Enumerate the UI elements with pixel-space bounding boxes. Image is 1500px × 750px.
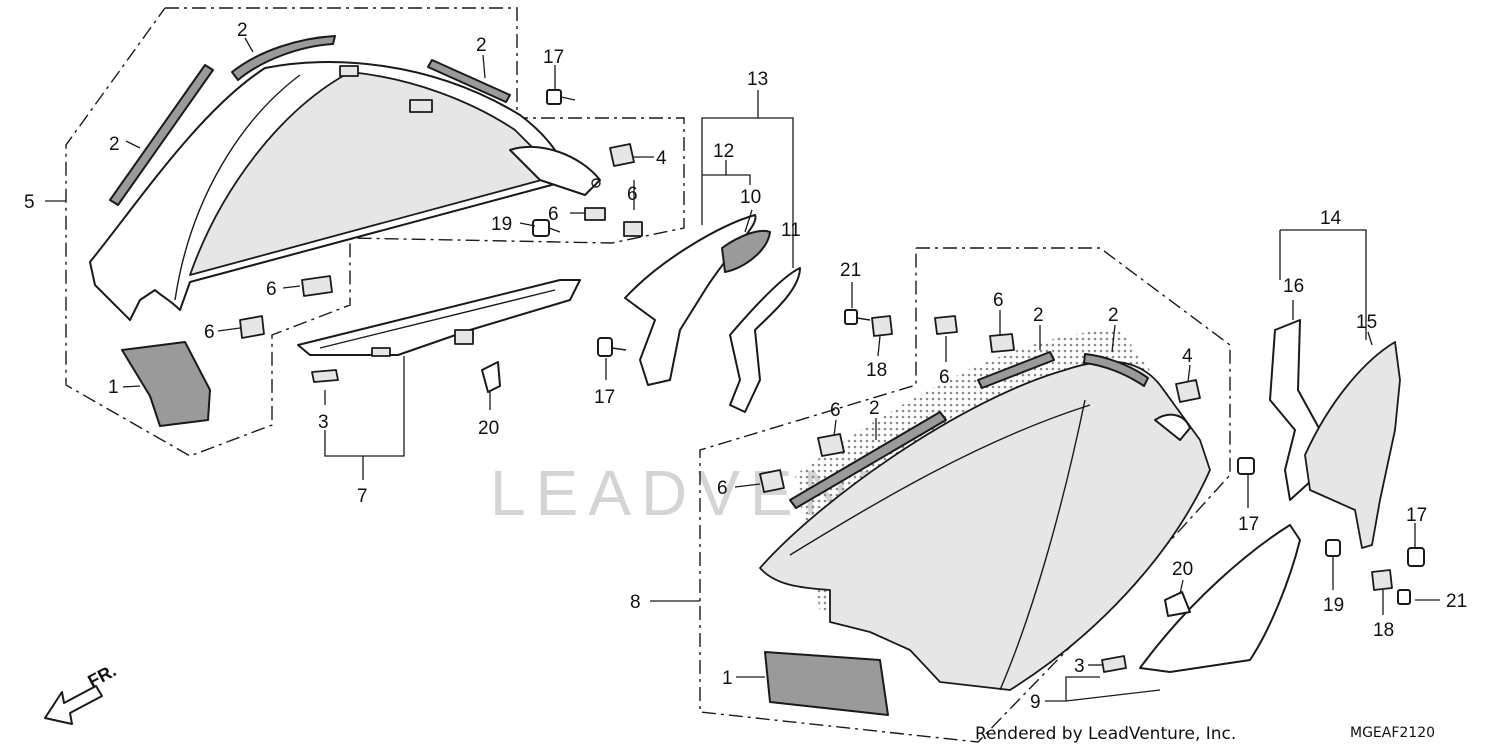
- callout-4: 4: [656, 148, 667, 169]
- callout-12: 12: [713, 141, 734, 162]
- callout-3: 3: [318, 412, 329, 433]
- callout-9: 9: [1030, 692, 1041, 713]
- front-label: FR.: [84, 660, 119, 691]
- screw-17: [597, 337, 627, 357]
- screw-17: [1407, 547, 1425, 567]
- callout-18: 18: [866, 360, 887, 381]
- clip-6: [989, 333, 1015, 353]
- arrow-icon: [44, 685, 103, 725]
- callout-16: 16: [1283, 276, 1304, 297]
- moldings-left: [109, 35, 511, 206]
- clip-6: [759, 469, 785, 493]
- callout-6: 6: [266, 279, 277, 300]
- callout-21: 21: [1446, 591, 1467, 612]
- callout-5: 5: [24, 192, 35, 213]
- lower-cover-right: [759, 330, 1211, 691]
- callout-15: 15: [1356, 312, 1377, 333]
- callout-17: 17: [543, 47, 564, 68]
- screw-17: [546, 89, 576, 105]
- callout-13: 13: [747, 69, 768, 90]
- callout-14: 14: [1320, 208, 1342, 229]
- callout-6: 6: [548, 204, 559, 225]
- callout-17: 17: [1406, 505, 1427, 526]
- clip-3: [1101, 655, 1127, 673]
- upper-cover-left: [89, 61, 601, 321]
- lower-trim-left: [297, 279, 581, 357]
- screw-19: [532, 219, 561, 237]
- clip-20: [1164, 591, 1191, 617]
- clip-slot: [339, 65, 359, 77]
- screw-19: [1325, 539, 1341, 557]
- callout-6: 6: [717, 478, 728, 499]
- callout-19: 19: [491, 214, 512, 235]
- clip-6: [934, 315, 958, 335]
- leader-lines: [45, 37, 1440, 702]
- callout-20: 20: [1172, 559, 1193, 580]
- clip-6: [301, 275, 333, 297]
- callout-2: 2: [476, 35, 487, 56]
- callout-6: 6: [627, 184, 638, 205]
- callout-17: 17: [594, 387, 615, 408]
- clip-6: [817, 433, 845, 457]
- callout-11: 11: [781, 220, 801, 241]
- callout-2: 2: [237, 20, 248, 41]
- clip-18: [871, 315, 893, 337]
- clip-4: [609, 143, 635, 167]
- front-direction-arrow: FR.: [44, 660, 119, 725]
- bracket-11: [729, 267, 801, 413]
- callout-7: 7: [357, 486, 368, 507]
- screw-17: [1237, 457, 1255, 475]
- pad-1-right: [764, 651, 889, 716]
- callout-6: 6: [939, 367, 950, 388]
- clip-20: [481, 361, 501, 393]
- callout-6: 6: [830, 400, 841, 421]
- pad-1-left: [121, 341, 211, 427]
- callout-10: 10: [740, 187, 761, 208]
- callout-19: 19: [1323, 595, 1344, 616]
- clip-4: [1175, 379, 1201, 403]
- callout-4: 4: [1182, 346, 1193, 367]
- callout-8: 8: [630, 592, 641, 613]
- screw-21: [1397, 589, 1411, 605]
- callout-20: 20: [478, 418, 499, 439]
- callout-2: 2: [869, 398, 880, 419]
- callout-6: 6: [204, 322, 215, 343]
- screw-21: [844, 309, 871, 325]
- clip-3: [311, 369, 339, 383]
- panel-15: [1304, 341, 1401, 549]
- callout-6: 6: [993, 290, 1004, 311]
- group-outline-5: [65, 7, 685, 457]
- callout-1: 1: [722, 668, 733, 689]
- rendered-by-credit: Rendered by LeadVenture, Inc.: [975, 724, 1236, 744]
- callout-2: 2: [1108, 305, 1119, 326]
- callout-1: 1: [108, 377, 119, 398]
- moldings-right: [789, 351, 1149, 509]
- callouts: 2 2 2 5 17 4 6 6 19 6 6 1 3 20 7 13 12 1…: [24, 20, 1467, 713]
- clip-18: [1371, 569, 1393, 591]
- group-outline-8: [699, 247, 1231, 743]
- callout-18: 18: [1373, 620, 1394, 641]
- clip-6: [584, 207, 606, 221]
- diagram-code: MGEAF2120: [1350, 725, 1435, 741]
- seal-10: [721, 229, 771, 273]
- callout-21: 21: [840, 260, 861, 281]
- clip-slot: [409, 99, 433, 113]
- callout-3: 3: [1074, 656, 1085, 677]
- clip-6: [623, 221, 643, 237]
- clip-6: [239, 315, 265, 339]
- callout-17: 17: [1238, 514, 1259, 535]
- callout-2: 2: [1033, 305, 1044, 326]
- callout-2: 2: [109, 134, 120, 155]
